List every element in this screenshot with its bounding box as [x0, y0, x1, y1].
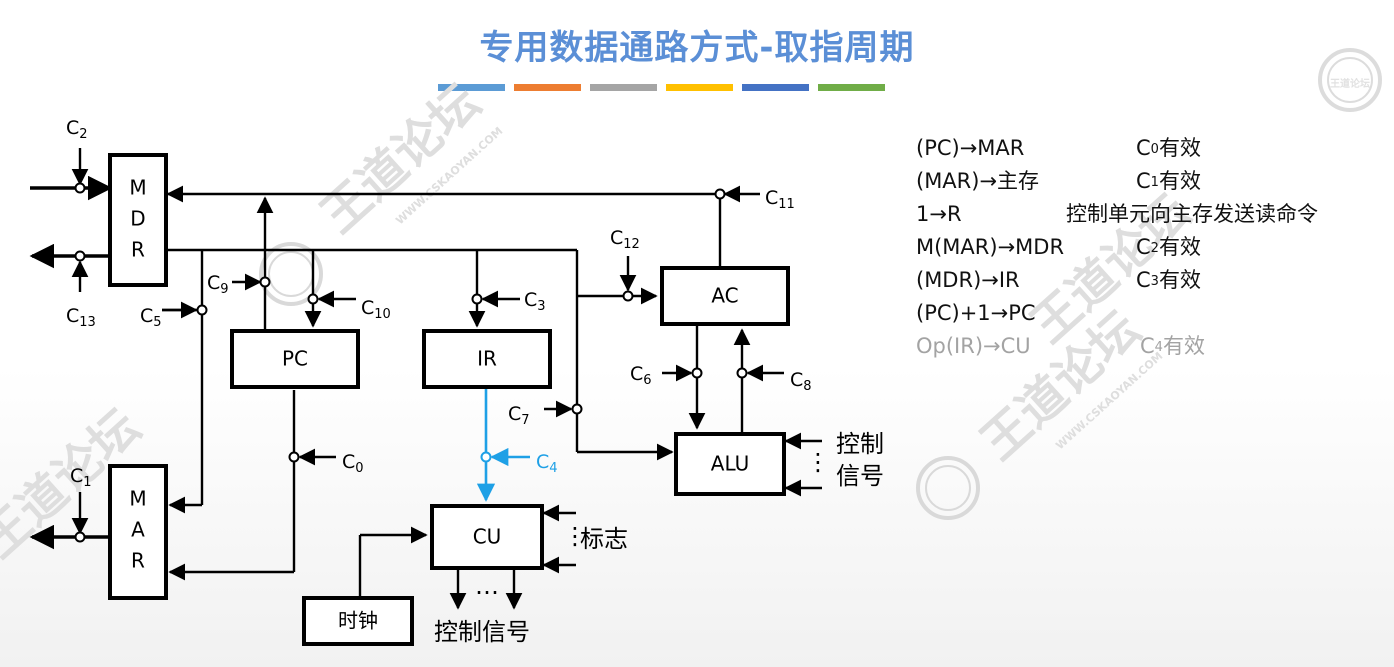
- alu-unit: [674, 432, 786, 496]
- c12-gate: [622, 290, 634, 302]
- pc-label: PC: [282, 347, 308, 371]
- pc-register: [230, 329, 360, 389]
- step-operation: M(MAR)→MDR: [916, 235, 1065, 259]
- color-bar-segment-1: [438, 84, 505, 91]
- c6-gate: [691, 367, 703, 379]
- c11-label: C11: [765, 187, 795, 212]
- step-operation: (PC)→MAR: [916, 136, 1025, 160]
- cu-output-label: 控制信号: [434, 618, 530, 646]
- ac-label: AC: [711, 284, 738, 308]
- step-note: C4有效: [1140, 334, 1205, 358]
- step-operation: (MAR)→主存: [916, 169, 1040, 193]
- c3-label: C3: [524, 289, 546, 314]
- cu-label: CU: [473, 525, 502, 549]
- c6-label: C6: [630, 363, 652, 388]
- c13-gate: [74, 250, 86, 262]
- color-bar-segment-5: [742, 84, 809, 91]
- color-bar-segment-6: [818, 84, 885, 91]
- c8-gate: [736, 367, 748, 379]
- mdr-label-d: D: [130, 207, 145, 231]
- mar-label-a: A: [131, 518, 145, 542]
- c1-label: C1: [70, 465, 92, 490]
- c4-gate: [480, 451, 492, 463]
- clock-label: 时钟: [338, 609, 378, 633]
- cu-outputs-ellipsis: …: [475, 572, 499, 600]
- c0-gate: [288, 451, 300, 463]
- c12-label: C12: [610, 227, 640, 252]
- mdr-label-m: M: [129, 176, 146, 200]
- alu-control-label-line2: 信号: [836, 462, 884, 490]
- cu-flags-label: 标志: [580, 525, 628, 553]
- c9-label: C9: [207, 272, 229, 297]
- cu-flags-ellipsis: ⋮: [563, 522, 587, 550]
- c5-label: C5: [140, 305, 162, 330]
- step-operation: 1→R: [916, 202, 962, 226]
- ir-register: [422, 329, 552, 389]
- ir-label: IR: [477, 347, 497, 371]
- mdr-label-r: R: [131, 238, 145, 262]
- c9-gate: [259, 276, 271, 288]
- c4-label: C4: [536, 451, 558, 476]
- c7-label: C7: [508, 403, 530, 428]
- c1-gate: [74, 531, 86, 543]
- watermark-logo-mid-right: [916, 456, 980, 520]
- c0-label: C0: [342, 451, 364, 476]
- mar-label-m: M: [129, 487, 146, 511]
- color-bar-segment-3: [590, 84, 657, 91]
- clock-unit: [302, 596, 414, 646]
- alu-control-label-line1: 控制: [836, 430, 884, 458]
- step-note: C1有效: [1136, 169, 1201, 193]
- step-note: 控制单元向主存发送读命令: [1066, 202, 1318, 226]
- c2-gate: [74, 182, 86, 194]
- c8-label: C8: [790, 369, 812, 394]
- c2-label: C2: [66, 117, 88, 142]
- mar-register: [108, 464, 168, 600]
- c13-label: C13: [66, 305, 96, 330]
- title-color-bar: [438, 84, 885, 91]
- c10-gate: [307, 293, 319, 305]
- alu-inputs-ellipsis: ⋮: [806, 448, 830, 476]
- watermark-logo-top-right: 王道论坛: [1318, 48, 1382, 112]
- step-operation: (PC)+1→PC: [916, 301, 1036, 325]
- cu-unit: [430, 504, 544, 570]
- c10-label: C10: [361, 297, 391, 322]
- c3-gate: [471, 293, 483, 305]
- step-note: C2有效: [1136, 235, 1201, 259]
- mar-label-r: R: [131, 549, 145, 573]
- step-note: C0有效: [1136, 136, 1201, 160]
- c5-gate: [196, 304, 208, 316]
- step-note: C3有效: [1136, 268, 1201, 292]
- alu-label: ALU: [711, 452, 749, 476]
- step-operation: (MDR)→IR: [916, 268, 1020, 292]
- ac-register: [660, 266, 790, 326]
- mdr-register: [108, 153, 168, 287]
- step-operation: Op(IR)→CU: [916, 334, 1031, 358]
- color-bar-segment-4: [666, 84, 733, 91]
- color-bar-segment-2: [514, 84, 581, 91]
- watermark-seal-glyph: 王道论坛: [1330, 77, 1370, 90]
- slide-title: 专用数据通路方式-取指周期: [479, 28, 915, 68]
- c11-gate: [714, 188, 726, 200]
- c7-gate: [571, 403, 583, 415]
